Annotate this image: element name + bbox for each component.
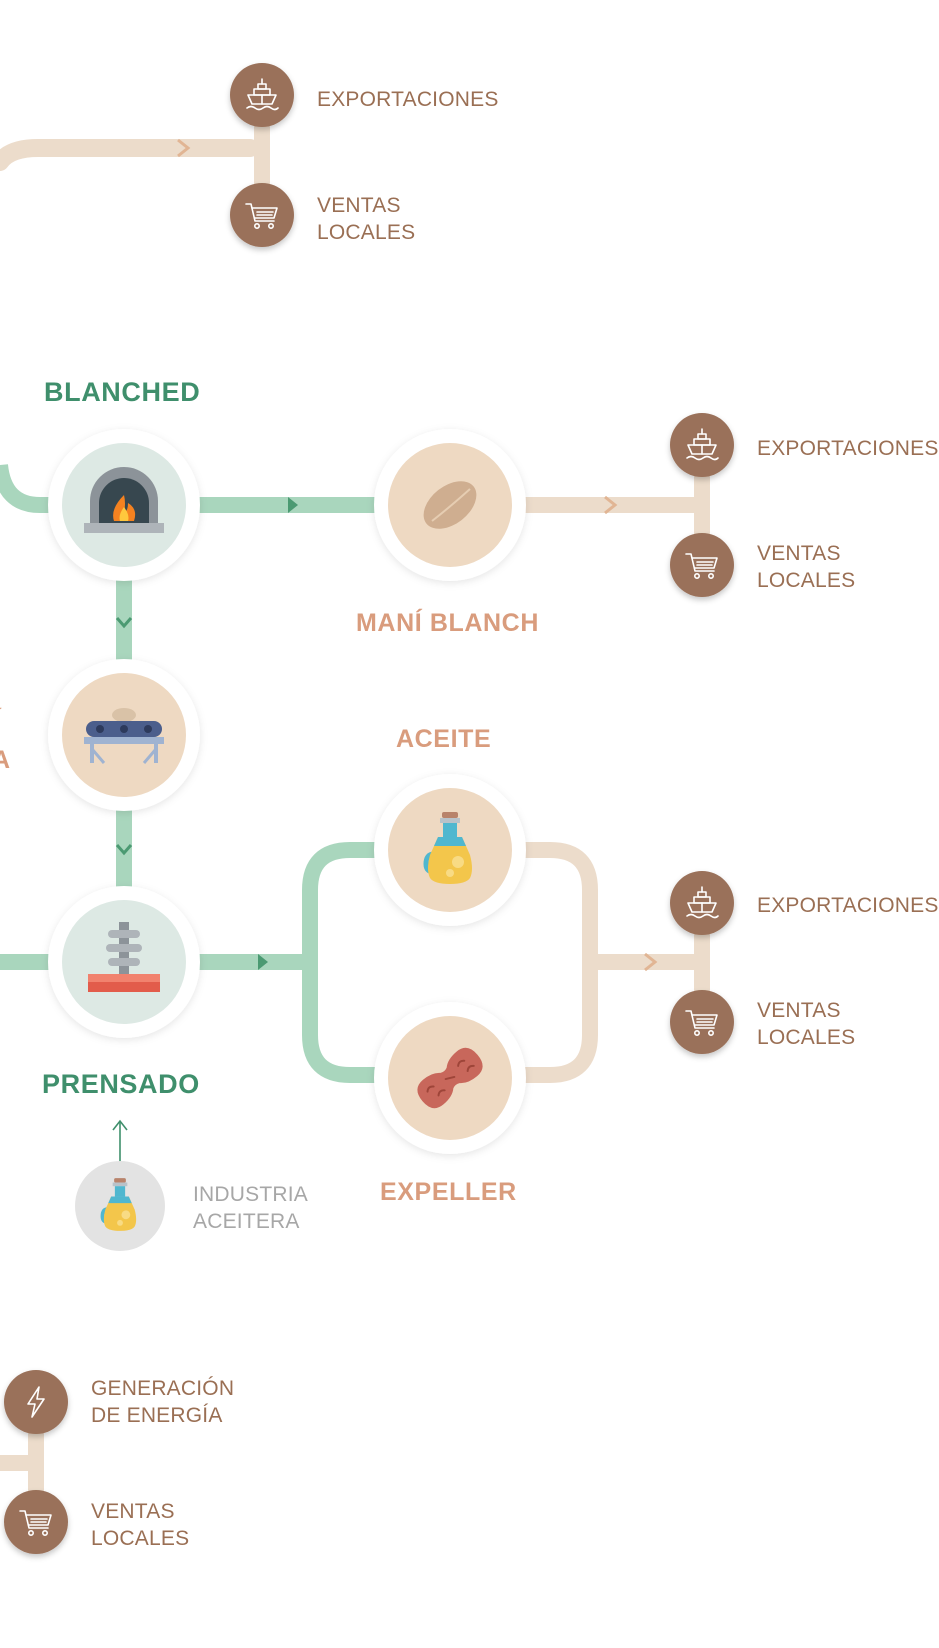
mani-sales-node (670, 533, 734, 597)
conveyor-belt-icon (84, 708, 164, 764)
energy-label-1: GENERACIÓN (91, 1377, 234, 1400)
prensado-title: PRENSADO (42, 1069, 200, 1099)
flow-split-loop (302, 842, 380, 1083)
top-sales-label-2: LOCALES (317, 221, 415, 244)
mani-sales-label-2: LOCALES (757, 569, 855, 592)
side-fragment-2: A (0, 746, 11, 774)
mani-exports-node (670, 413, 734, 477)
bottom-sales-label-2: LOCALES (91, 1527, 189, 1550)
aceite-title: ACEITE (396, 725, 491, 753)
mani-sales-label-1: VENTAS (757, 542, 841, 565)
blanched-node (48, 429, 200, 581)
peanut-shell-icon (417, 1047, 483, 1109)
industria-node (75, 1161, 165, 1251)
top-connector (0, 95, 270, 220)
industria-label-1: INDUSTRIA (193, 1183, 308, 1206)
oil-sales-label-2: LOCALES (757, 1026, 855, 1049)
energy-label-2: DE ENERGÍA (91, 1404, 223, 1427)
prensado-node (48, 886, 200, 1038)
oil-sales-node (670, 990, 734, 1054)
aceite-node (374, 774, 526, 926)
industria-label-2: ACEITERA (193, 1210, 300, 1233)
top-exports-label: EXPORTACIONES (317, 88, 499, 111)
top-exports-node (230, 63, 294, 127)
oil-exports-node (670, 871, 734, 935)
energy-node (4, 1370, 68, 1434)
conveyor-node (48, 659, 200, 811)
industria-arrow (112, 1119, 128, 1163)
oven-icon (84, 467, 164, 533)
peanut-kernel-icon (423, 481, 477, 529)
bottom-sales-node (4, 1490, 68, 1554)
oil-sales-label-1: VENTAS (757, 999, 841, 1022)
mani-blanch-title: MANÍ BLANCH (356, 608, 539, 637)
flow-entry-blanched (0, 463, 60, 513)
side-fragment-1: Í (0, 707, 2, 736)
expeller-node (374, 1002, 526, 1154)
mani-blanch-node (374, 429, 526, 581)
flow-merge-loop (520, 842, 598, 1083)
top-sales-label-1: VENTAS (317, 194, 401, 217)
expeller-title: EXPELLER (380, 1178, 517, 1206)
press-icon (88, 922, 160, 992)
top-sales-node (230, 183, 294, 247)
bottom-sales-label-1: VENTAS (91, 1500, 175, 1523)
blanched-title: BLANCHED (44, 377, 200, 407)
mani-exports-label: EXPORTACIONES (757, 437, 939, 460)
oil-exports-label: EXPORTACIONES (757, 894, 939, 917)
